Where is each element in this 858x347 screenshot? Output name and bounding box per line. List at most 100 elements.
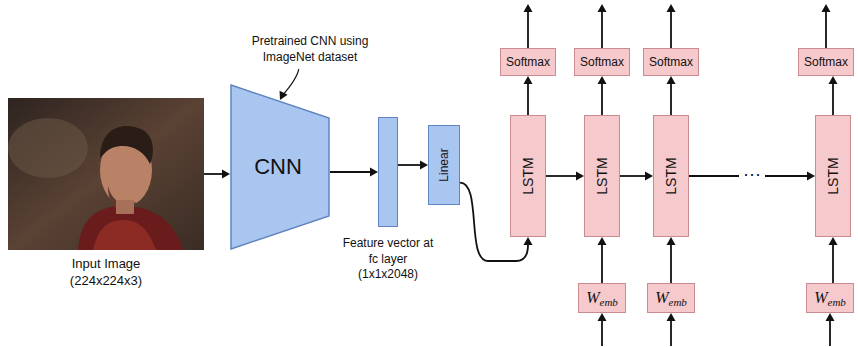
box-label: Softmax: [804, 55, 848, 69]
connector: [524, 76, 533, 115]
math-label: Wemb: [655, 289, 687, 308]
output-arrow: [822, 4, 831, 48]
arrow-line: [601, 321, 603, 346]
arrow-line: [204, 173, 222, 175]
linear-layer: Linear: [428, 125, 460, 205]
neck: [116, 200, 134, 214]
math-symbol: W: [814, 289, 827, 306]
lstm-cell: LSTM: [510, 115, 546, 237]
arrow-line: [601, 245, 603, 283]
connector: [204, 170, 230, 179]
hair: [100, 126, 153, 164]
arrow-line: [398, 164, 420, 166]
input-arrow: [826, 313, 835, 346]
arrow-line: [670, 12, 672, 48]
embedding-box: Wemb: [647, 283, 695, 313]
arrow-head: [598, 4, 607, 12]
math-label: Wemb: [586, 289, 618, 308]
arrow-line: [527, 12, 529, 48]
softmax-box: Softmax: [798, 48, 854, 76]
box-label: Linear: [437, 148, 451, 181]
arrow-head: [667, 237, 676, 245]
connector: [829, 237, 838, 283]
softmax-box: Softmax: [574, 48, 630, 76]
box-label: LSTM: [825, 157, 841, 194]
embedding-box: Wemb: [806, 283, 854, 313]
arrow-head: [829, 76, 838, 84]
arrow-head: [524, 4, 533, 12]
arrow-head: [667, 4, 676, 12]
arrow-head: [829, 237, 838, 245]
photo-background: [8, 98, 204, 250]
math-label: Wemb: [814, 289, 846, 308]
lstm-cell: LSTM: [584, 115, 620, 237]
feature-caption: Feature vector at fc layer (1x1x2048): [342, 236, 434, 283]
arrow-line: [832, 245, 834, 283]
edge-label: ···: [739, 165, 765, 183]
softmax-box: Softmax: [643, 48, 699, 76]
arrow-head: [645, 172, 653, 181]
cloak-collar: [93, 220, 156, 250]
connector: [398, 161, 428, 170]
box-label: Softmax: [506, 55, 550, 69]
connector: [598, 237, 607, 283]
output-arrow: [524, 4, 533, 48]
leader-line: [282, 69, 299, 96]
arrow-line: [330, 171, 370, 173]
lstm-cell: LSTM: [653, 115, 689, 237]
image-caption: Input Image (224x224x3): [60, 256, 152, 290]
arrow-head: [826, 313, 835, 321]
arrow-line: [670, 245, 672, 283]
background-blur: [8, 118, 88, 178]
cnn-block: CNN: [230, 84, 330, 250]
box-label: LSTM: [663, 157, 679, 194]
box-label: LSTM: [520, 157, 536, 194]
arrow-head: [807, 172, 815, 181]
arrow-head: [280, 91, 288, 100]
output-arrow: [598, 4, 607, 48]
arrow-line: [620, 175, 645, 177]
connector: [667, 76, 676, 115]
arrow-head: [524, 76, 533, 84]
connector: [330, 168, 378, 177]
box-label: LSTM: [594, 157, 610, 194]
box-label: Softmax: [580, 55, 624, 69]
arrow-line: [527, 84, 529, 115]
embedding-box: Wemb: [578, 283, 626, 313]
arrow-line: [601, 12, 603, 48]
math-subscript: emb: [669, 296, 687, 308]
connector: [667, 237, 676, 283]
photo-illustration: [8, 98, 204, 250]
arrow-line: [601, 84, 603, 115]
output-arrow: [667, 4, 676, 48]
arrow-line: [825, 12, 827, 48]
arrow-head: [598, 313, 607, 321]
softmax-box: Softmax: [500, 48, 556, 76]
math-subscript: emb: [828, 296, 846, 308]
connector: [620, 172, 653, 181]
input-arrow: [598, 313, 607, 346]
math-subscript: emb: [600, 296, 618, 308]
arrow-line: [546, 175, 576, 177]
arrow-head: [598, 237, 607, 245]
block-title: CNN: [254, 154, 302, 180]
arrow-head: [222, 170, 230, 179]
arrow-head: [420, 161, 428, 170]
annotation-label: Pretrained CNN using ImageNet dataset: [240, 34, 380, 65]
math-symbol: W: [586, 289, 599, 306]
input-image: Input Image (224x224x3): [8, 98, 204, 250]
lstm-cell: LSTM: [815, 115, 851, 237]
arrow-head: [822, 4, 831, 12]
arrow-line: [829, 321, 831, 346]
arrow-head: [598, 76, 607, 84]
arrow-line: [832, 84, 834, 115]
arrow-head: [667, 313, 676, 321]
arrow-head: [667, 76, 676, 84]
leader-arrow: [280, 69, 299, 100]
input-arrow: [667, 313, 676, 346]
connector: [598, 76, 607, 115]
arrow-head: [370, 168, 378, 177]
arrow-line: [670, 321, 672, 346]
arrow-line: [670, 84, 672, 115]
